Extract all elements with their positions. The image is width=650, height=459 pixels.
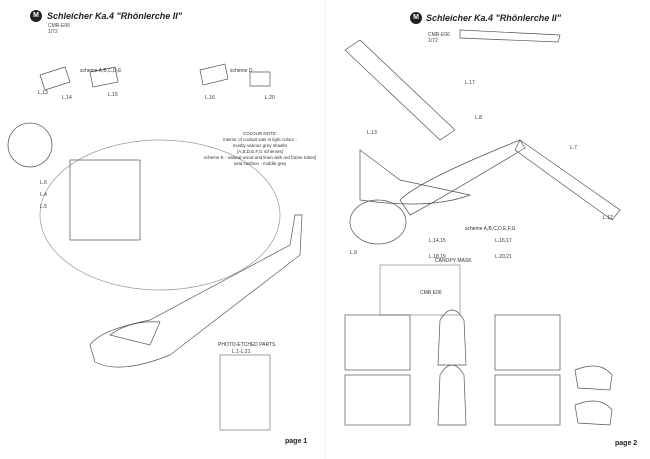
page-2: M Schleicher Ka.4 "Rhönlerche II" CMR-E0… bbox=[325, 0, 650, 459]
kit-scale: 1/72 bbox=[428, 38, 438, 44]
mask-text: CMR E06 bbox=[420, 290, 442, 296]
part-label: L.16 bbox=[205, 95, 215, 101]
part-label: L.4 bbox=[40, 192, 47, 198]
part-label: L.6 bbox=[40, 180, 47, 186]
part-label: L.12 bbox=[603, 215, 613, 221]
note-line: COLOUR NOTE: bbox=[242, 131, 278, 136]
colour-note: COLOUR NOTE: interior of cockpit was in … bbox=[190, 131, 330, 167]
part-label: L.9 bbox=[350, 250, 357, 256]
part-label: L.20,21 bbox=[495, 254, 512, 260]
part-label: L.13 bbox=[367, 130, 377, 136]
pe-subtitle: L.1-L.21 bbox=[232, 349, 251, 355]
part-label: L.13 bbox=[38, 90, 48, 96]
part-label: L.18,19 bbox=[429, 254, 446, 260]
note-line: (A,B,D,E,F,G schemes) bbox=[236, 149, 284, 154]
note-line: scheme E - natural wood and linen with r… bbox=[203, 155, 317, 160]
page-number: page 2 bbox=[615, 440, 638, 447]
part-label: L.8 bbox=[475, 115, 482, 121]
part-label: L.20 bbox=[265, 95, 275, 101]
part-label: L.14,15 bbox=[429, 238, 446, 244]
page-title: Schleicher Ka.4 "Rhönlerche II" bbox=[426, 13, 562, 23]
brand-logo: M bbox=[410, 12, 422, 24]
brand-logo: M bbox=[30, 10, 42, 22]
kit-code: CMR-E06 bbox=[428, 32, 450, 38]
option-label: scheme D bbox=[230, 68, 253, 74]
page-title: Schleicher Ka.4 "Rhönlerche II" bbox=[47, 11, 183, 21]
part-label: L.5 bbox=[40, 204, 47, 210]
page-1: M Schleicher Ka.4 "Rhönlerche II" CMR-E0… bbox=[30, 10, 316, 445]
part-label: L.14 bbox=[62, 95, 72, 101]
note-line: mostly various grey shades bbox=[232, 143, 288, 148]
part-label: L.7 bbox=[570, 145, 577, 151]
kit-code: CMR-E06 bbox=[48, 23, 70, 29]
part-label: L.17 bbox=[465, 80, 475, 86]
part-label: L.16,17 bbox=[495, 238, 512, 244]
option-label: scheme A,B,C,D,E,F,G bbox=[465, 226, 516, 232]
canopy-mask-title: CANOPY MASK bbox=[435, 258, 472, 264]
option-label: scheme A,B,C,D,E bbox=[80, 68, 122, 74]
note-line: interior of cockpit was in light colour … bbox=[223, 137, 297, 142]
part-label: L.15 bbox=[108, 92, 118, 98]
pe-title: PHOTO-ETCHED PARTS bbox=[218, 342, 276, 348]
kit-scale: 1/72 bbox=[48, 29, 58, 35]
note-line: seat cushion - middle grey bbox=[233, 161, 287, 166]
page-number: page 1 bbox=[285, 438, 308, 445]
